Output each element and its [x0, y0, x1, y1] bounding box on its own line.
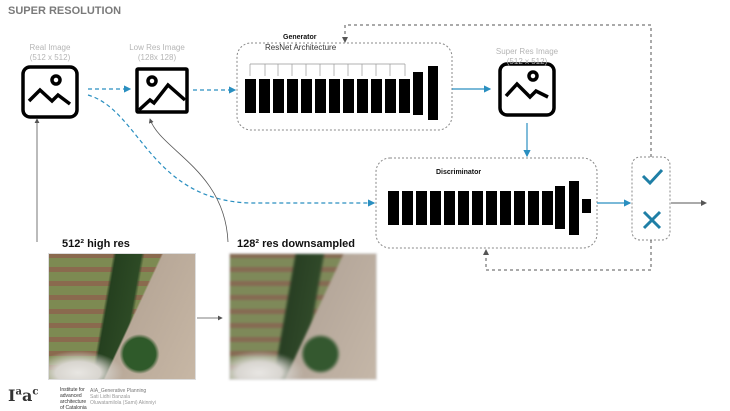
line: Institute for: [60, 387, 85, 393]
iaac-logo: Iaac: [8, 386, 39, 405]
real-image-label: Real Image(512 x 512): [0, 43, 100, 63]
layer-block: [301, 79, 312, 113]
size: (512 x 512): [29, 53, 71, 62]
layer-block: [514, 191, 525, 225]
line: advanced: [60, 393, 82, 399]
layer-block: [245, 79, 256, 113]
low-res-image-label: Low Res Image(128x 128): [107, 43, 207, 63]
layer-block: [388, 191, 399, 225]
layer-block: [315, 79, 326, 113]
label: Real Image: [29, 43, 71, 52]
layer-block: [569, 181, 579, 235]
layer-block: [428, 66, 438, 120]
line: of Catalonia: [60, 405, 87, 411]
layer-block: [329, 79, 340, 113]
page-title: SUPER RESOLUTION: [8, 5, 122, 17]
cross-icon: [642, 210, 662, 230]
generator-layers: [245, 66, 438, 120]
feedback-to-generator: [342, 24, 652, 157]
layer-block: [416, 191, 427, 225]
size: (128x 128): [137, 53, 177, 62]
layer-block: [486, 191, 497, 225]
flow-real-to-discriminator: [87, 94, 376, 207]
layer-block: [555, 186, 565, 229]
layer-block: [413, 72, 423, 115]
layer-block: [500, 191, 511, 225]
generator-box: [236, 42, 453, 131]
generator-skip-connections: [249, 63, 406, 76]
author: Sati Lidhi Banzala: [90, 394, 131, 400]
layer-block: [402, 191, 413, 225]
course: AIA_Generative Planning: [90, 388, 147, 394]
layer-block: [542, 191, 553, 225]
layer-block: [528, 191, 539, 225]
generator-title: Generator: [283, 34, 317, 41]
layer-block: [259, 79, 270, 113]
decision-box: [631, 156, 671, 241]
layer-block: [357, 79, 368, 113]
layer-block: [371, 79, 382, 113]
layer-block: [582, 199, 591, 213]
line: architecture: [60, 399, 87, 405]
high-res-satellite-image: [48, 253, 196, 380]
layer-block: [287, 79, 298, 113]
discriminator-layers: [388, 181, 591, 235]
label: Low Res Image: [129, 43, 185, 52]
super-res-image-icon: [498, 62, 556, 117]
layer-block: [399, 79, 410, 113]
photo-label-downsampled: 128² res downsampled: [237, 238, 355, 250]
layer-block: [343, 79, 354, 113]
layer-block: [444, 191, 455, 225]
photo-to-lowres-arrow: [148, 118, 229, 243]
check-icon: [641, 168, 664, 186]
layer-block: [472, 191, 483, 225]
super-res-image-label: Super Res Image(512 x 512): [477, 47, 577, 67]
layer-block: [458, 191, 469, 225]
generator-subtitle: ResNet Architecture: [265, 43, 337, 52]
size: (512 x 512): [506, 57, 548, 66]
layer-block: [430, 191, 441, 225]
discriminator-title: Discriminator: [436, 169, 482, 176]
feedback-to-discriminator: [483, 240, 652, 271]
layer-block: [273, 79, 284, 113]
low-res-image-icon: [135, 67, 189, 114]
photo-label-high-res: 512² high res: [62, 238, 130, 250]
author: Oluwatamilola (Sami) Akinniyi: [90, 400, 156, 406]
label: Super Res Image: [495, 47, 559, 56]
downsampled-satellite-image: [229, 253, 377, 380]
real-image-icon: [21, 65, 79, 119]
layer-block: [385, 79, 396, 113]
